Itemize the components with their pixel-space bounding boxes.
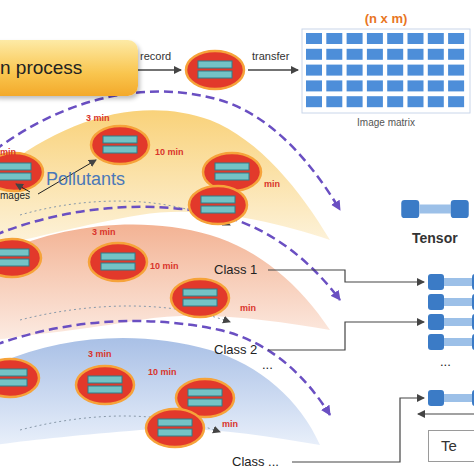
- matrix-cell: [387, 80, 403, 91]
- matrix-cell: [387, 96, 403, 107]
- time-label: min: [264, 180, 280, 190]
- tensor-box: Te: [428, 430, 474, 462]
- wind-arc: [0, 321, 330, 415]
- matrix-cell: [448, 33, 464, 44]
- tensor-symbol: [401, 200, 469, 218]
- matrix-cell: [306, 65, 322, 76]
- time-label: 3 min: [92, 228, 116, 238]
- class-arrow: [268, 322, 424, 350]
- matrix-cell: [367, 65, 383, 76]
- matrix-cell: [428, 65, 444, 76]
- grid-frame: [302, 29, 470, 113]
- tensor-stack: [428, 274, 474, 290]
- matrix-cell: [306, 33, 322, 44]
- tensor-shape: [392, 198, 474, 220]
- matrix-cell: [387, 65, 403, 76]
- matrix-cell: [326, 49, 342, 60]
- matrix-cell: [347, 49, 363, 60]
- image-ellipse: [0, 153, 43, 191]
- matrix-grid: [301, 28, 471, 114]
- return-arrow: [418, 413, 474, 414]
- image-ellipse: [146, 409, 204, 447]
- matrix-cell: [408, 33, 424, 44]
- time-label: 3 min: [88, 350, 112, 360]
- matrix-cell: [326, 96, 342, 107]
- matrix-cell: [367, 96, 383, 107]
- matrix-cell: [326, 80, 342, 91]
- time-label: 10 min: [148, 368, 177, 378]
- matrix-cell: [347, 33, 363, 44]
- class-label: Class 2: [214, 343, 257, 357]
- wind-arc: [0, 92, 340, 210]
- image-ellipse: [189, 186, 247, 224]
- time-label: 3 min: [86, 114, 110, 124]
- class-arrow: [292, 398, 424, 462]
- matrix-cell: [367, 49, 383, 60]
- image-ellipse: [0, 359, 39, 397]
- image-ellipse: [76, 366, 134, 404]
- time-label: 10 min: [150, 262, 179, 272]
- matrix-cell: [408, 80, 424, 91]
- matrix-cell: [408, 96, 424, 107]
- matrix-cell: [448, 96, 464, 107]
- record-arrow: [137, 69, 181, 70]
- matrix-cell: [387, 33, 403, 44]
- images-label: mages: [0, 190, 30, 201]
- time-label: min: [0, 148, 16, 158]
- matrix-cell: [428, 49, 444, 60]
- matrix-cell: [347, 96, 363, 107]
- image-ellipse: [171, 279, 229, 317]
- matrix-cell: [448, 80, 464, 91]
- matrix-dimension: (n x m): [365, 10, 408, 28]
- arrow-label: transfer: [252, 50, 289, 62]
- matrix-cell: [367, 33, 383, 44]
- tensor-stack: [428, 334, 474, 350]
- tensor-icon: Tensor: [392, 198, 474, 252]
- matrix-cell: [448, 49, 464, 60]
- image-ellipse: [89, 243, 147, 281]
- time-label: min: [222, 420, 238, 430]
- matrix-cell: [448, 65, 464, 76]
- matrix-cell: [306, 96, 322, 107]
- matrix-cell: [306, 49, 322, 60]
- pollutant-label: Pollutants: [46, 170, 125, 190]
- image-matrix: (n x m) Image matrix: [298, 10, 474, 136]
- ellipsis: ...: [440, 355, 451, 369]
- matrix-cell: [387, 49, 403, 60]
- tensor-stack: [428, 314, 474, 330]
- matrix-cell: [428, 80, 444, 91]
- matrix-caption: Image matrix: [357, 117, 415, 128]
- matrix-cell: [408, 49, 424, 60]
- tensor-stack: [428, 294, 474, 310]
- process-banner: n process: [0, 40, 138, 96]
- image-ellipse: [91, 126, 149, 164]
- image-ellipse: [186, 51, 244, 89]
- ellipsis: ...: [262, 358, 273, 372]
- matrix-cell: [326, 33, 342, 44]
- transfer-arrow: [248, 69, 298, 70]
- class-arrow: [268, 270, 424, 282]
- output-box-text: Te: [441, 431, 474, 461]
- tensor-label: Tensor: [412, 230, 458, 246]
- class-label: Class ...: [232, 455, 279, 469]
- time-label: 10 min: [155, 148, 184, 158]
- class-label: Class 1: [214, 263, 257, 277]
- arrow-label: record: [140, 50, 171, 62]
- plume-band: [0, 110, 330, 245]
- matrix-cell: [306, 80, 322, 91]
- matrix-cell: [428, 33, 444, 44]
- matrix-cell: [428, 96, 444, 107]
- tensor-stack: [428, 390, 474, 406]
- matrix-cell: [347, 65, 363, 76]
- matrix-cell: [347, 80, 363, 91]
- matrix-cell: [326, 65, 342, 76]
- banner-text: n process: [0, 40, 138, 96]
- wind-arc: [0, 207, 340, 300]
- matrix-cell: [367, 80, 383, 91]
- time-label: min: [240, 304, 256, 314]
- matrix-cell: [408, 65, 424, 76]
- image-ellipse: [0, 239, 41, 277]
